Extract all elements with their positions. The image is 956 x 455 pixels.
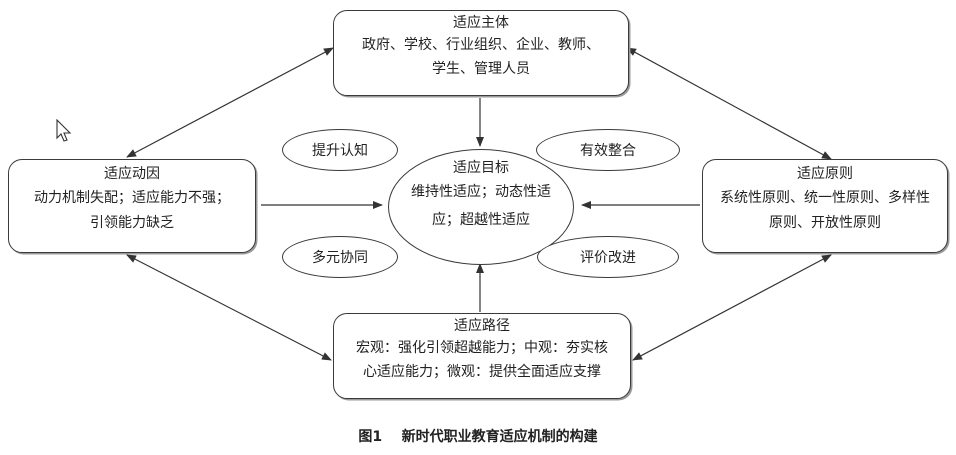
figure-caption: 图1 新时代职业教育适应机制的构建 xyxy=(358,429,598,445)
mouse-cursor-icon xyxy=(56,119,72,142)
node-subject-line-2: 学生、管理人员 xyxy=(432,61,530,77)
node-path: 适应路径 宏观：强化引领超越能力；中观：夯实核 心适应能力；微观：提供全面适应支… xyxy=(333,313,631,399)
node-goal-line-1: 维持性适应；动态性适 xyxy=(411,184,551,200)
node-motivation-line-1: 动力机制失配；适应能力不强； xyxy=(34,190,230,206)
node-subject-title: 适应主体 xyxy=(453,15,509,31)
oval-integration: 有效整合 xyxy=(536,129,680,171)
node-principle-title: 适应原则 xyxy=(797,166,853,182)
arrow-principle-path xyxy=(632,254,832,361)
arrow-subject-principle xyxy=(626,47,832,160)
node-subject: 适应主体 政府、学校、行业组织、企业、教师、 学生、管理人员 xyxy=(333,10,629,96)
node-motivation-title: 适应动因 xyxy=(104,166,160,182)
node-principle-line-2: 原则、开放性原则 xyxy=(769,215,881,231)
arrow-motivation-path xyxy=(126,254,332,361)
node-motivation: 适应动因 动力机制失配；适应能力不强； 引领能力缺乏 xyxy=(8,159,256,253)
oval-cognition: 提升认知 xyxy=(282,129,398,171)
node-path-line-2: 心适应能力；微观：提供全面适应支撑 xyxy=(363,364,601,380)
node-path-line-1: 宏观：强化引领超越能力；中观：夯实核 xyxy=(356,340,608,356)
oval-collaboration: 多元协同 xyxy=(282,236,398,278)
node-path-title: 适应路径 xyxy=(454,318,510,334)
node-goal: 适应目标 维持性适应；动态性适 应；超越性适应 xyxy=(388,149,574,265)
arrow-subject-motivation xyxy=(126,47,334,158)
node-goal-title: 适应目标 xyxy=(453,160,509,176)
node-subject-line-1: 政府、学校、行业组织、企业、教师、 xyxy=(362,37,600,53)
node-principle: 适应原则 系统性原则、统一性原则、多样性 原则、开放性原则 xyxy=(702,159,948,253)
node-goal-line-2: 应；超越性适应 xyxy=(432,212,530,228)
node-motivation-line-2: 引领能力缺乏 xyxy=(90,215,174,231)
node-principle-line-1: 系统性原则、统一性原则、多样性 xyxy=(720,190,930,206)
oval-evaluation: 评价改进 xyxy=(537,236,679,278)
